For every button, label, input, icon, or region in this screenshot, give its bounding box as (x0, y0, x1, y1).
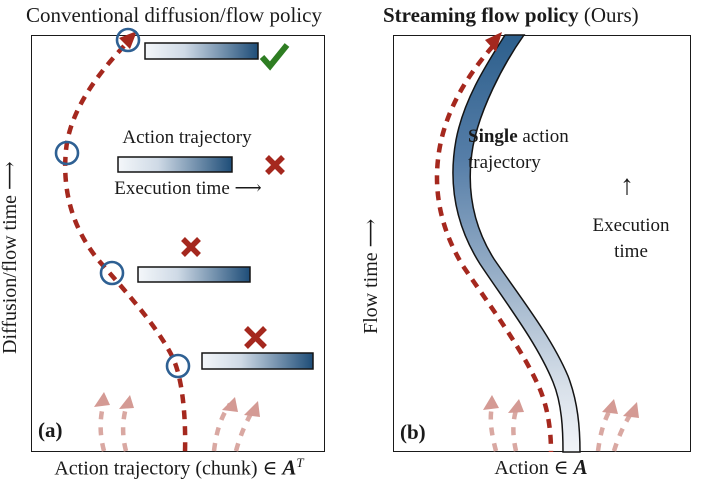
x-axis-text: Action ∈ (494, 457, 574, 479)
x-axis-text: Action trajectory (chunk) ∈ (54, 457, 283, 480)
panel-a-tag: (a) (38, 418, 63, 442)
single-action-line2: trajectory (468, 152, 541, 173)
single-action-line1: Single action (468, 124, 569, 150)
panel-a-y-axis-label: Diffusion/flow time ⟶ (0, 161, 21, 354)
single-action-label: Single action trajectory (468, 124, 569, 176)
execution-line1: Execution (592, 215, 670, 236)
panel-b-title-bold: Streaming flow policy (383, 3, 579, 27)
panel-a-title: Conventional diffusion/flow policy (26, 3, 322, 27)
action-trajectory-label: Action trajectory (122, 127, 252, 148)
action-space-symbol: A (282, 455, 297, 480)
execution-line2: time (614, 241, 648, 262)
panel-b-tag: (b) (400, 420, 426, 444)
panel-b-x-axis-label: Action ∈ A (393, 455, 689, 480)
single-bold: Single (468, 126, 518, 147)
execution-time-up-arrow-icon: ↑ (620, 170, 634, 201)
execution-time-label-a: Execution time ⟶ (114, 178, 262, 199)
panel-a-x-axis-label: Action trajectory (chunk) ∈ AT (8, 455, 350, 481)
action-space-symbol: A (573, 455, 588, 479)
execution-time-label-b: Execution time (575, 213, 687, 265)
horizon-superscript: T (296, 455, 304, 470)
panel-a-frame (31, 35, 325, 452)
panel-b-title: Streaming flow policy (Ours) (383, 3, 639, 28)
single-rest: action (517, 126, 569, 147)
panel-b-title-suffix: (Ours) (578, 3, 639, 27)
panel-b-y-axis-label: Flow time ⟶ (360, 218, 382, 334)
